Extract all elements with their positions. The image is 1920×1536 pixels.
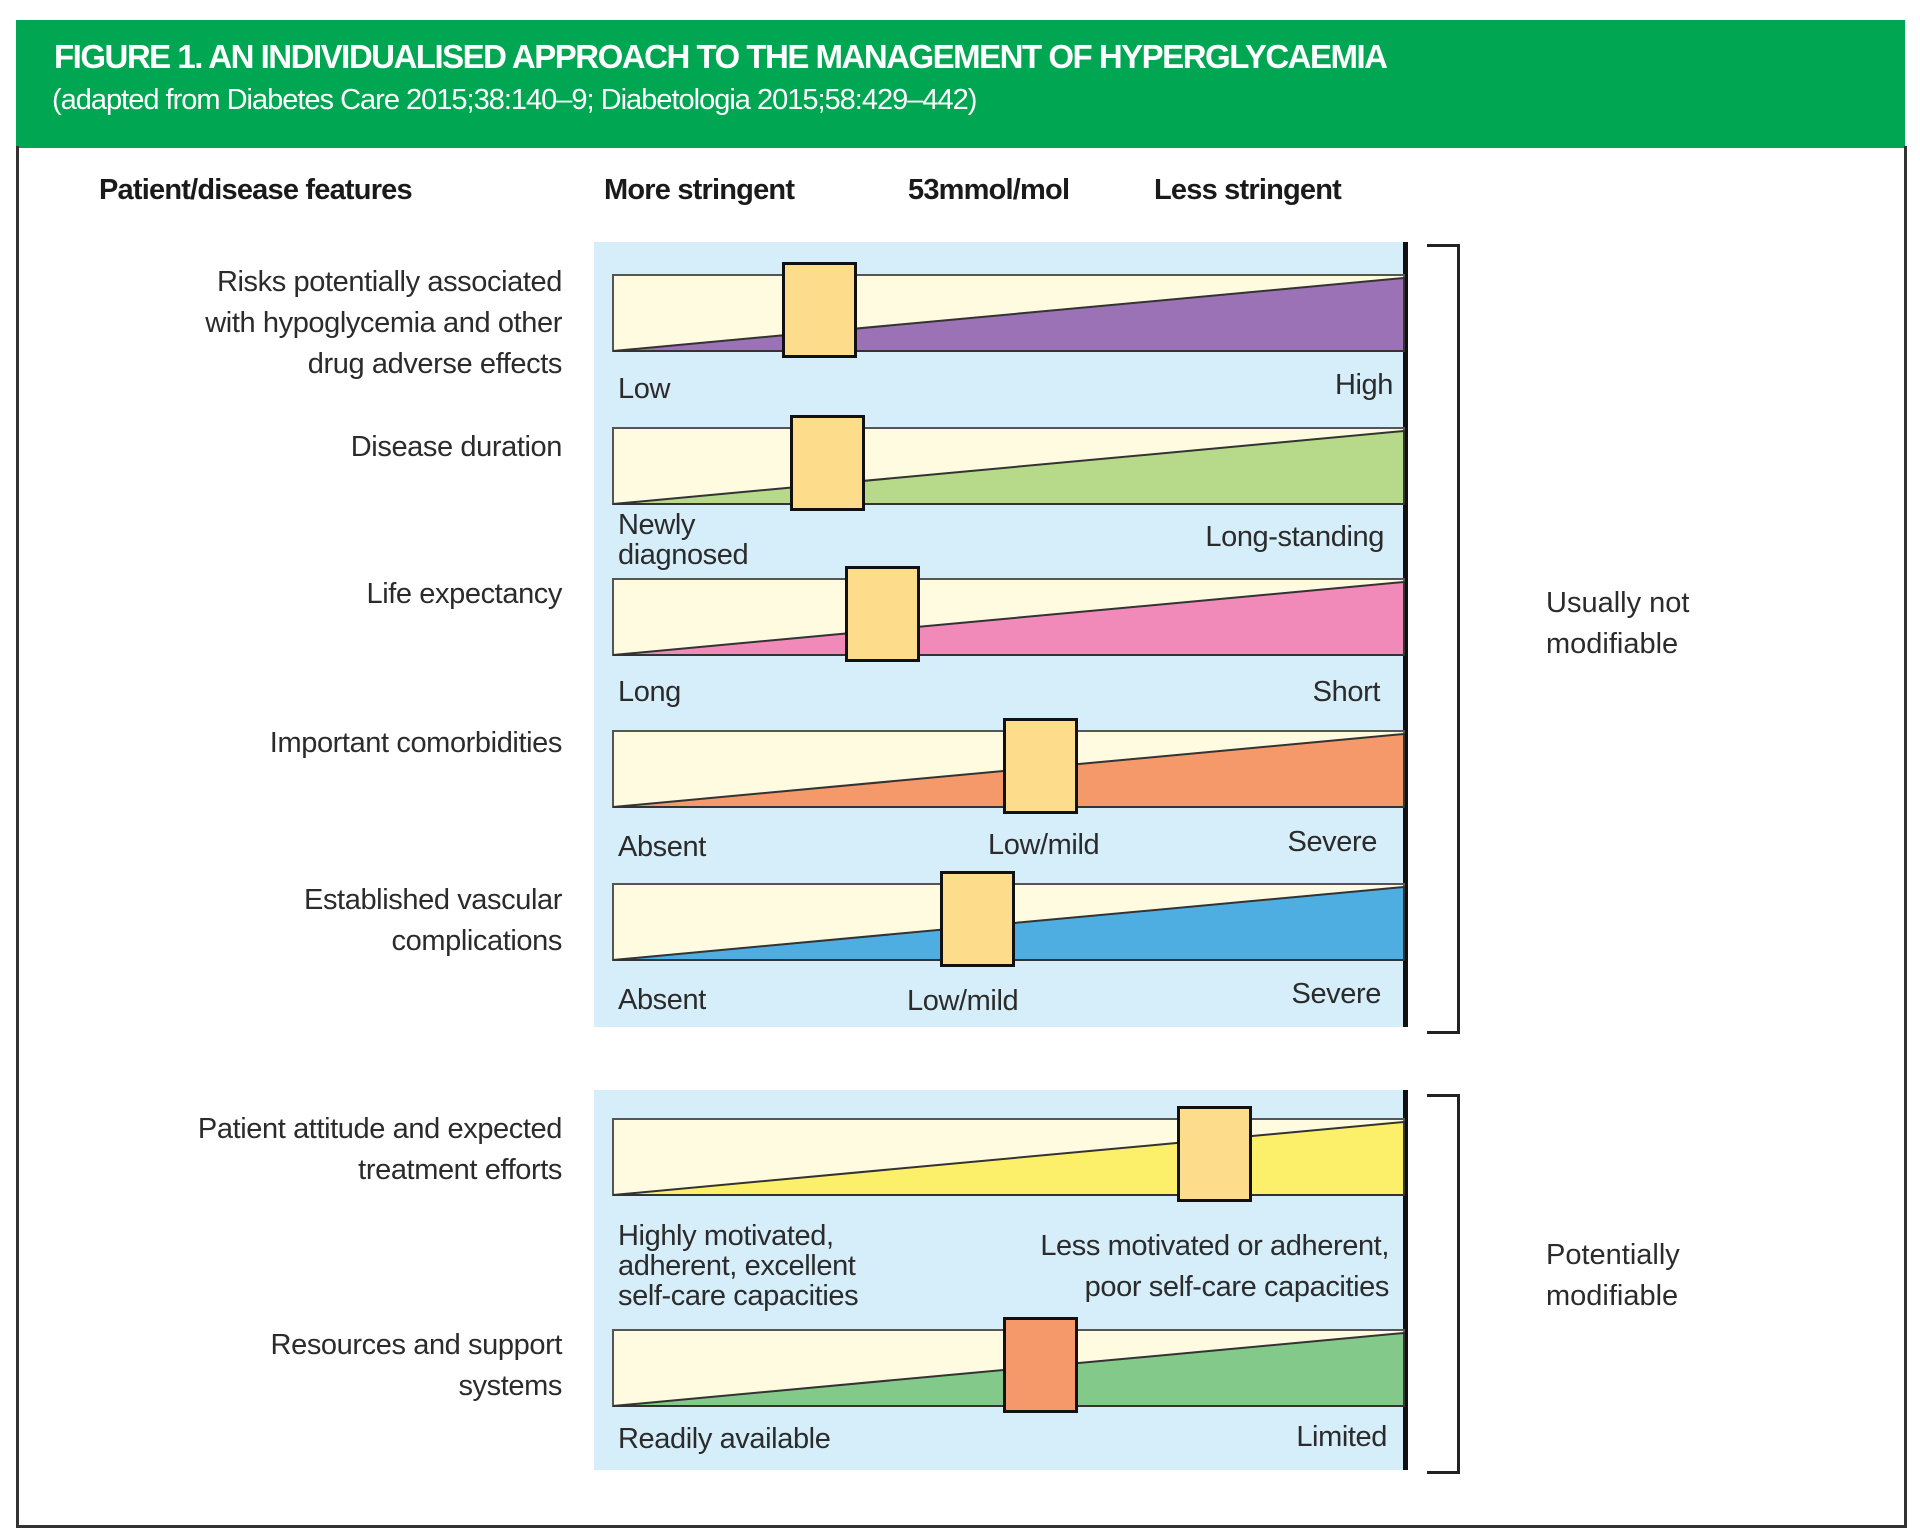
bar-right-label: High <box>1334 369 1393 401</box>
bar-left-label: Long <box>618 676 681 708</box>
panel-right-axis <box>1403 242 1408 1027</box>
bar-left-label-line: Newly <box>618 509 695 541</box>
group-label-modifiable: Potentially modifiable <box>1546 1235 1680 1317</box>
target-marker <box>781 262 857 358</box>
figure-title: FIGURE 1. AN INDIVIDUALISED APPROACH TO … <box>54 38 1388 75</box>
target-marker <box>939 871 1015 967</box>
bar-right-label-line: poor self-care capacities <box>1084 1271 1390 1303</box>
feature-bar <box>612 718 1405 814</box>
feature-label-hypoglycemia-risk: Risks potentially associated with hypogl… <box>205 262 562 385</box>
bar-right-label-line: Less motivated or adherent, <box>1040 1230 1389 1262</box>
bar-right-label: Severe <box>1291 978 1382 1010</box>
bar-left-label-line: diagnosed <box>618 539 749 571</box>
feature-bar <box>612 871 1405 967</box>
bar-right-label: Less motivated or adherent, poor self-ca… <box>1040 1226 1389 1308</box>
feature-label-line: treatment efforts <box>358 1154 562 1186</box>
target-marker <box>1003 1317 1079 1413</box>
group-label-not-modifiable: Usually not modifiable <box>1546 583 1689 665</box>
bar-left-label: Highly motivated, adherent, excellent se… <box>618 1220 859 1312</box>
column-header-more-stringent: More stringent <box>604 174 795 206</box>
bar-left-label: Absent <box>618 831 706 863</box>
group-label-line: Usually not <box>1546 587 1690 619</box>
bar-right-label: Severe <box>1287 826 1378 858</box>
group-label-line: Potentially <box>1546 1239 1680 1271</box>
feature-label-patient-attitude: Patient attitude and expected treatment … <box>198 1109 562 1191</box>
feature-bar <box>612 566 1405 662</box>
target-marker <box>844 566 920 662</box>
figure-subtitle: (adapted from Diabetes Care 2015;38:140–… <box>52 84 977 116</box>
target-marker <box>1003 718 1079 814</box>
column-header-features: Patient/disease features <box>99 174 413 206</box>
feature-label-line: complications <box>391 925 563 957</box>
feature-label-line: Patient attitude and expected <box>197 1113 562 1145</box>
feature-label-line: Disease duration <box>350 431 563 463</box>
feature-label-line: systems <box>458 1370 562 1402</box>
feature-label-life-expectancy: Life expectancy <box>366 574 562 615</box>
feature-bar <box>612 415 1405 511</box>
column-header-less-stringent: Less stringent <box>1154 174 1342 206</box>
bar-left-label-line: self-care capacities <box>618 1280 859 1312</box>
feature-bar <box>612 262 1405 358</box>
bar-left-label: Readily available <box>618 1423 831 1455</box>
bar-left-label: Newly diagnosed <box>618 509 749 571</box>
bar-mid-label: Low/mild <box>988 829 1100 861</box>
feature-label-line: Risks potentially associated <box>216 266 562 298</box>
bar-right-label: Limited <box>1296 1421 1387 1453</box>
feature-label-line: Resources and support <box>270 1329 563 1361</box>
figure-frame <box>16 146 1907 1528</box>
feature-label-line: Established vascular <box>304 884 562 916</box>
feature-label-line: with hypoglycemia and other <box>205 307 562 339</box>
target-marker <box>1177 1106 1253 1202</box>
bar-left-label-line: Highly motivated, <box>618 1220 834 1252</box>
feature-wedge <box>612 1118 1405 1196</box>
bar-right-label: Long-standing <box>1205 521 1384 553</box>
feature-label-comorbidities: Important comorbidities <box>269 723 563 764</box>
feature-wedge <box>612 427 1405 505</box>
bar-right-label: Short <box>1312 676 1381 708</box>
group-label-line: modifiable <box>1546 628 1679 660</box>
bar-mid-label: Low/mild <box>907 985 1019 1017</box>
feature-bar <box>612 1106 1405 1202</box>
bracket-modifiable <box>1427 1094 1460 1474</box>
feature-label-disease-duration: Disease duration <box>350 427 563 468</box>
feature-label-resources: Resources and support systems <box>270 1325 563 1407</box>
feature-label-line: Life expectancy <box>366 578 562 610</box>
bracket-not-modifiable <box>1427 244 1460 1034</box>
column-header-target: 53mmol/mol <box>908 174 1070 206</box>
feature-label-line: Important comorbidities <box>269 727 563 759</box>
feature-bar <box>612 1317 1405 1413</box>
feature-label-vascular-complications: Established vascular complications <box>304 880 562 962</box>
feature-wedge <box>612 578 1405 656</box>
target-marker <box>789 415 865 511</box>
bar-left-label: Absent <box>618 984 706 1016</box>
figure-header: FIGURE 1. AN INDIVIDUALISED APPROACH TO … <box>16 20 1905 148</box>
severity-wedge <box>612 580 1405 656</box>
bar-left-label: Low <box>618 373 670 405</box>
feature-label-line: drug adverse effects <box>307 348 563 380</box>
panel-right-axis <box>1403 1090 1408 1470</box>
bar-left-label-line: adherent, excellent <box>618 1250 856 1282</box>
group-label-line: modifiable <box>1546 1280 1679 1312</box>
feature-wedge <box>612 274 1405 352</box>
